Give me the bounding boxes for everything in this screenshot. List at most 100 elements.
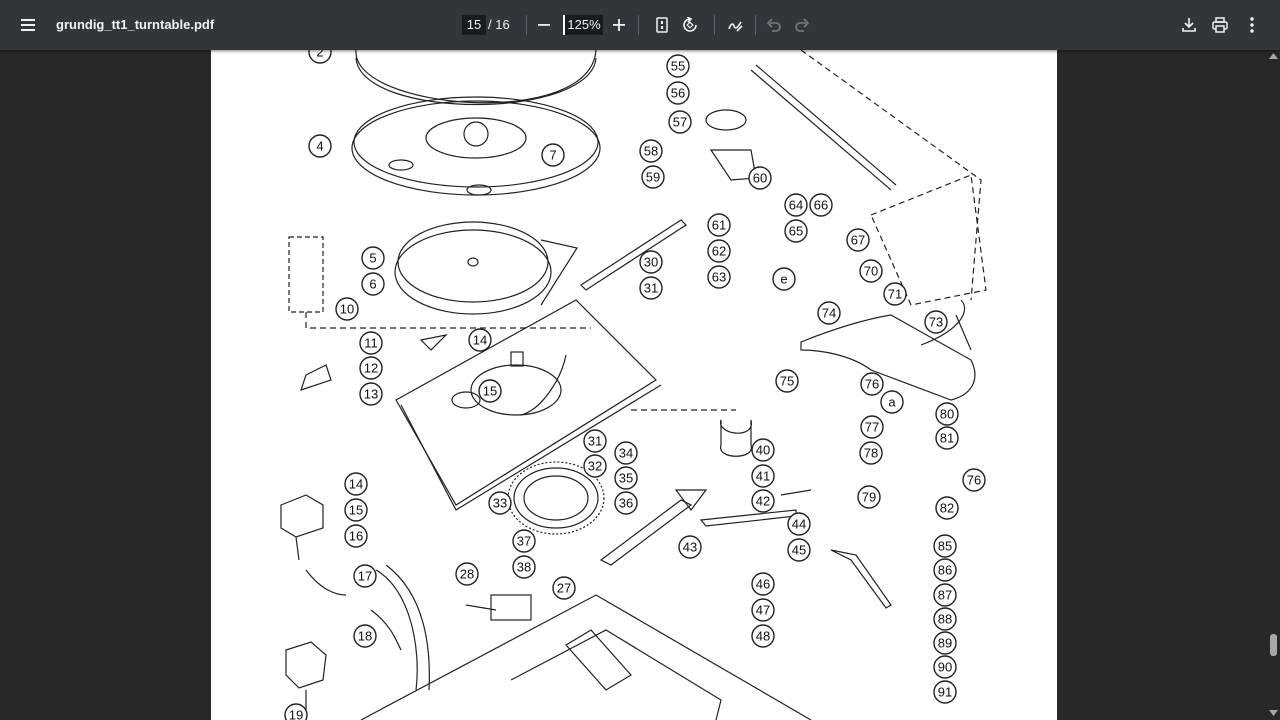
annotate-button[interactable] [721,11,749,39]
part-number-label: 30 [644,255,658,270]
part-callout-circle [962,468,986,492]
part-callout-circle [707,213,731,237]
part-callout-circle [344,524,368,548]
zoom-input[interactable]: 125% [563,15,603,35]
part-callout-circle [359,356,383,380]
part-number-label: 47 [756,603,770,618]
part-callout-circle [583,429,607,453]
part-number-label: 38 [517,560,531,575]
rotate-button[interactable] [676,11,704,39]
part-number-label: 46 [756,577,770,592]
part-number-label: 32 [588,459,602,474]
part-callout-circle [933,680,957,704]
zoom-in-button[interactable] [605,11,633,39]
part-number-label: 36 [619,496,633,511]
part-number-label: 82 [940,501,954,516]
part-number-label: 63 [712,270,726,285]
part-callout-circle [308,134,332,158]
part-number-label: 31 [588,434,602,449]
part-number-label: 45 [792,543,806,558]
fit-page-button[interactable] [648,11,676,39]
part-callout-circle [787,512,811,536]
part-number-label: 57 [673,115,687,130]
part-number-label: 15 [483,384,497,399]
part-number-label: 28 [460,567,474,582]
plus-icon [613,19,625,31]
part-callout-circle [614,491,638,515]
part-callout-circle [455,562,479,586]
part-number-label: 10 [340,302,354,317]
part-callout-circle [707,239,731,263]
part-number-label: 70 [864,264,878,279]
part-number-label: 19 [289,708,303,720]
part-number-label: 44 [792,517,806,532]
part-callout-circle [614,466,638,490]
download-button[interactable] [1175,11,1203,39]
part-number-label: 16 [349,529,363,544]
more-options-button[interactable] [1238,11,1266,39]
part-callout-circle [751,438,775,462]
part-number-label: 48 [756,629,770,644]
print-icon [1212,17,1228,33]
part-callout-circle [880,390,904,414]
scrollbar-thumb[interactable] [1270,634,1277,656]
part-number-label: 15 [349,503,363,518]
part-callout-circle [614,441,638,465]
part-callout-circle [641,165,665,189]
part-callout-circle [359,331,383,355]
page-count: / 16 [488,17,510,32]
part-number-label: 40 [756,443,770,458]
vertical-scrollbar[interactable] [1267,50,1280,720]
part-callout-circle [933,631,957,655]
part-callout-circle [361,272,385,296]
toolbar-divider [755,15,756,35]
part-number-label: 62 [712,244,726,259]
part-number-label: 77 [865,420,879,435]
part-callout-circle [933,558,957,582]
part-callout-circle [512,555,536,579]
part-callout-circle [817,301,841,325]
part-number-label: 37 [517,534,531,549]
part-number-label: 90 [938,660,952,675]
undo-button[interactable] [760,11,788,39]
part-callout-circle [748,166,772,190]
part-callout-circle [284,703,308,720]
part-number-label: 60 [753,171,767,186]
redo-button[interactable] [788,11,816,39]
part-number-label: 59 [646,170,660,185]
part-callout-circle [344,498,368,522]
page-number-input[interactable]: 15 [462,15,486,35]
part-callout-circle [359,382,383,406]
part-number-label: 31 [644,281,658,296]
scroll-up-icon[interactable] [1269,53,1278,59]
zoom-out-button[interactable] [530,11,558,39]
part-number-label: 35 [619,471,633,486]
part-callout-circle [751,598,775,622]
menu-button[interactable] [12,9,44,41]
toolbar-divider [526,15,527,35]
part-callout-circle [809,193,833,217]
part-number-label: 79 [862,490,876,505]
toolbar-divider [714,15,715,35]
part-number-label: 7 [549,148,556,163]
document-title: grundig_tt1_turntable.pdf [56,17,215,32]
part-number-label: 42 [756,494,770,509]
print-button[interactable] [1206,11,1234,39]
part-number-label: 55 [671,59,685,74]
part-callout-circle [353,564,377,588]
part-number-label: 56 [671,86,685,101]
part-number-label: 89 [938,636,952,651]
part-callout-circle [935,426,959,450]
part-callout-circle [666,54,690,78]
part-callout-circle [784,193,808,217]
part-callout-circle [846,228,870,252]
pdf-toolbar: grundig_tt1_turntable.pdf 15 / 16 125% [0,0,1280,50]
part-callout-circle [639,139,663,163]
part-number-label: 2 [316,50,323,60]
part-number-label: 5 [369,251,376,266]
scroll-down-icon[interactable] [1269,710,1278,716]
part-number-label: 81 [940,431,954,446]
part-number-label: 80 [940,407,954,422]
part-number-label: 4 [316,139,323,154]
part-number-label: 14 [473,333,487,348]
